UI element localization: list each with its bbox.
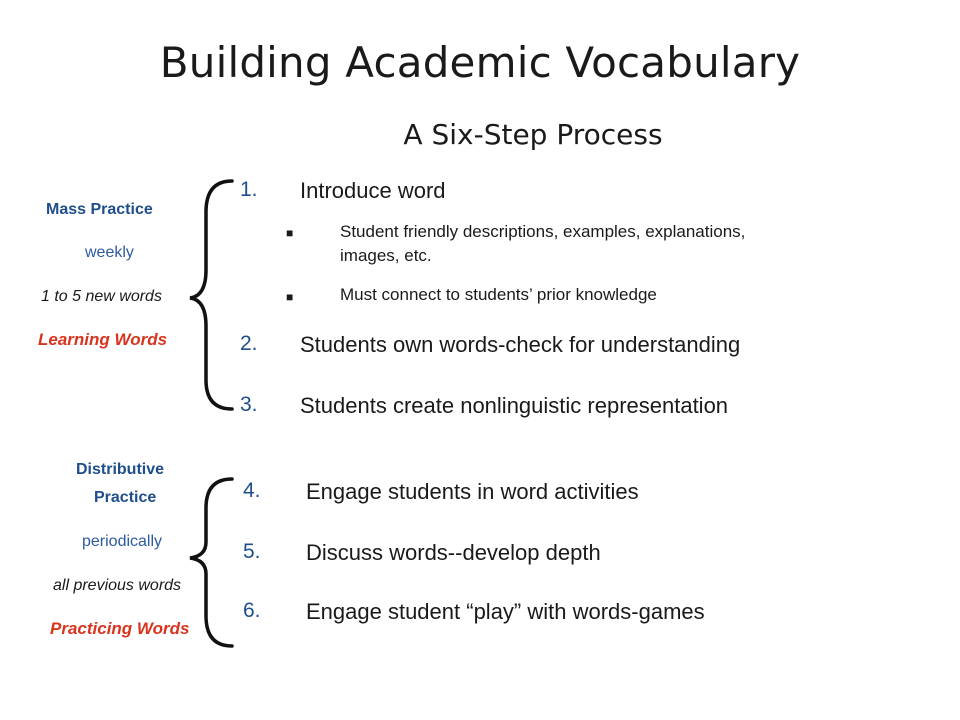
step-4-number: 4. [243,479,261,502]
step-5-number: 5. [243,540,261,563]
step-4-text: Engage students in word activities [306,479,639,504]
step-3-text: Students create nonlinguistic representa… [300,393,729,418]
group1-amount: 1 to 5 new words [41,288,162,305]
sub-bullet-1-line1: Student friendly descriptions, examples,… [340,222,746,241]
step-6-number: 6. [243,599,261,622]
brace-top [189,179,234,411]
group1-category: Learning Words [38,330,168,349]
sub-bullet-2: Must connect to students’ prior knowledg… [340,285,657,304]
step-1-text: Introduce word [300,178,446,203]
step-2-number: 2. [240,332,258,355]
group2-frequency: periodically [82,533,163,550]
step-5-text: Discuss words--develop depth [306,540,601,565]
square-bullet-icon: ■ [286,226,294,240]
step-2-text: Students own words-check for understandi… [300,332,741,357]
group2-category: Practicing Words [50,619,190,638]
sub-bullet-1: Student friendly descriptions, examples,… [340,220,745,268]
group2-label-line2: Practice [94,489,157,506]
slide-subtitle: A Six-Step Process [403,118,663,151]
step-3-number: 3. [240,393,258,416]
group1-frequency: weekly [85,244,134,261]
square-bullet-icon: ■ [286,290,294,304]
slide-title: Building Academic Vocabulary [159,38,801,87]
group2-label-line1: Distributive [76,461,165,478]
sub-bullet-1-line2: images, etc. [340,246,432,265]
group1-label: Mass Practice [46,201,153,218]
brace-bottom [189,477,234,648]
step-6-text: Engage student “play” with words-games [306,599,705,624]
step-1-number: 1. [240,178,258,201]
group2-amount: all previous words [53,577,182,594]
